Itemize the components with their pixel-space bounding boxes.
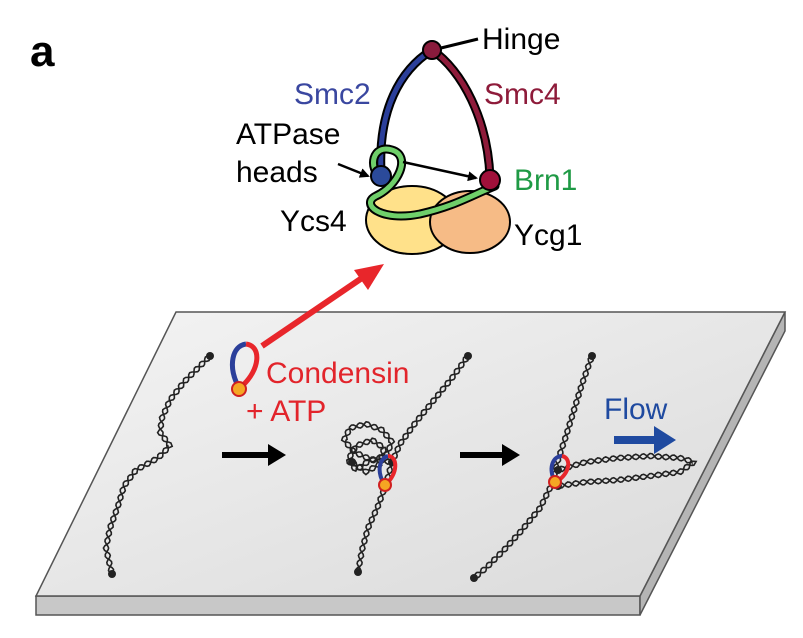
smc4-head <box>479 169 501 191</box>
dna-stage1-end-1 <box>206 352 214 360</box>
free-condensin-smc2 <box>229 341 247 388</box>
slide-surface <box>34 311 787 597</box>
zoom-arrow-head <box>354 264 384 290</box>
stage2-condensin-anchor <box>378 478 392 492</box>
dna-stage1-backbone-2 <box>102 356 211 575</box>
dna-stage3-end-1 <box>588 352 596 360</box>
atp-label: + ATP <box>246 395 326 428</box>
atpase-arrow-smc2 <box>337 162 370 178</box>
smc4-label: Smc4 <box>484 78 561 111</box>
flow-arrow-head <box>654 426 676 454</box>
dna-stage2-backbone-1 <box>355 355 469 572</box>
zoom-arrow-shaft <box>260 275 364 349</box>
atpase-label: ATPase <box>236 118 341 151</box>
smc2-head <box>370 165 392 187</box>
stage-arrow-1-head <box>268 444 286 466</box>
free-condensin-anchor <box>231 381 247 397</box>
free-condensin-smc4 <box>240 341 260 388</box>
condensin-stage3 <box>548 454 571 489</box>
smc2-label: Smc2 <box>294 78 371 111</box>
heads-label: heads <box>236 156 318 189</box>
stage3-condensin-anchor <box>548 475 562 489</box>
dna-stage3-end-2 <box>470 574 478 582</box>
dna-stage2-end-2 <box>354 568 362 576</box>
condensin-schematic: Hinge Smc2 Smc4 ATPase heads Brn1 Ycs4 Y… <box>236 23 582 255</box>
ycs4-label: Ycs4 <box>280 205 347 238</box>
slide-front-edge <box>35 595 641 616</box>
stage-arrow-2-head <box>502 444 520 466</box>
panel-label: a <box>30 27 55 76</box>
dna-stage3-loop-backbone-2 <box>557 452 698 489</box>
flow-label: Flow <box>604 393 668 426</box>
hinge-domain <box>422 40 442 60</box>
atpase-arrow-smc4 <box>402 160 478 182</box>
free-condensin <box>229 341 260 397</box>
hinge-label: Hinge <box>482 23 560 56</box>
brn1-label: Brn1 <box>514 164 577 197</box>
condensin-stage2 <box>377 454 398 492</box>
ycg1-label: Ycg1 <box>514 219 582 252</box>
dna-stage3-loop-end-1 <box>554 466 562 474</box>
dna-stage2-backbone-2 <box>356 355 470 573</box>
dna-stage2-end-1 <box>464 352 472 360</box>
smc4-arm <box>430 47 493 179</box>
smc4-arm-outline <box>429 46 495 179</box>
slide <box>34 311 787 616</box>
dna-stage2-loop-end-2 <box>348 458 356 466</box>
condensin-label: Condensin <box>266 357 409 390</box>
brn1-kleisin <box>368 146 498 219</box>
hinge-pointer <box>440 37 479 50</box>
dna-stage1-end-2 <box>108 570 116 578</box>
